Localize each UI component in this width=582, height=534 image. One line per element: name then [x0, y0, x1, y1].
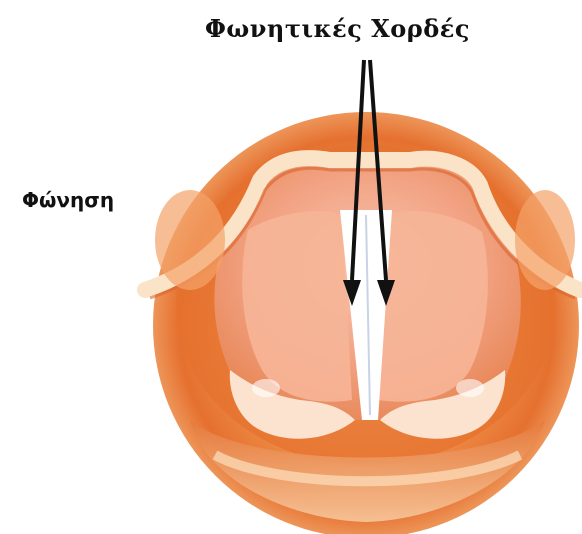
- vocal-cords-label: Φωνητικές Χορδές: [205, 14, 470, 43]
- left-lobe: [155, 190, 225, 290]
- phonation-label: Φώνηση: [22, 188, 114, 212]
- right-lobe: [515, 190, 575, 290]
